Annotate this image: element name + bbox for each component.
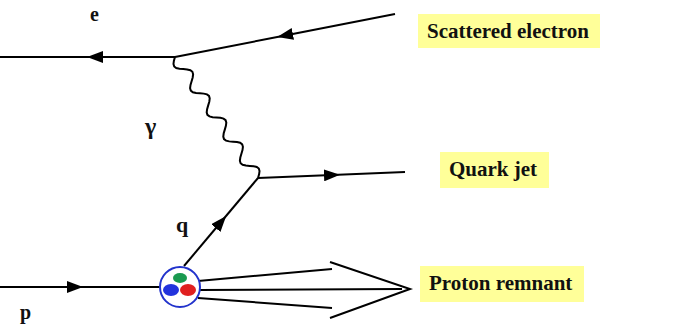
particle-label: e <box>90 4 99 24</box>
quark-jet-line <box>258 172 405 178</box>
particle-label: q <box>176 214 188 236</box>
incoming-electron <box>0 56 175 58</box>
box-text: Scattered electron <box>427 19 591 43</box>
quark-line <box>184 178 258 266</box>
remnant-line <box>198 298 332 308</box>
proton-blob <box>160 267 200 307</box>
outgoing-electron <box>175 14 395 57</box>
label-box: Scattered electron <box>418 14 600 48</box>
remnant-chevron <box>330 262 410 318</box>
box-text: Proton remnant <box>429 271 575 295</box>
label-box: Proton remnant <box>420 266 584 302</box>
particle-label: p <box>20 302 31 322</box>
remnant-line <box>200 289 402 290</box>
green-quark <box>173 273 187 283</box>
remnant-line <box>198 269 332 281</box>
blue-quark <box>163 284 179 296</box>
proton-line <box>0 286 160 288</box>
label-box: Quark jet <box>440 152 549 188</box>
particle-label: γ <box>145 114 156 138</box>
box-text: Quark jet <box>449 157 540 181</box>
red-quark <box>180 284 196 296</box>
photon-line <box>173 57 259 178</box>
